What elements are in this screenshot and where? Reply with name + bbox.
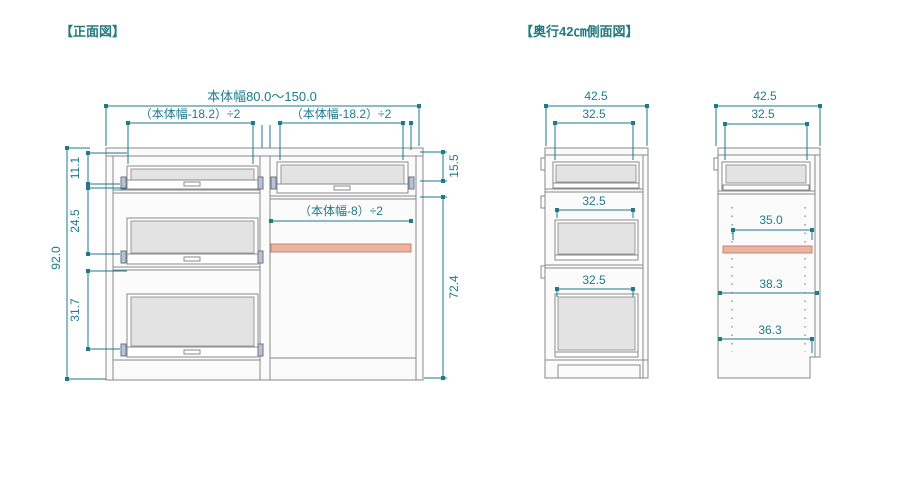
glass-panel [130, 168, 255, 181]
hinge-tab [540, 195, 546, 209]
side1-dim-inner-mid: 32.5 [555, 194, 635, 218]
hinge [257, 250, 264, 264]
door-handle [183, 181, 201, 187]
hinge [120, 176, 127, 190]
hinge-tab [540, 265, 546, 279]
side2-dim-depth: 42.5 [714, 89, 822, 146]
dim-label-left-door-width: （本体幅-18.2）÷2 [140, 106, 241, 121]
dim-height-total: 92.0 [49, 146, 106, 381]
side1-section-3 [554, 293, 639, 358]
dim-left-door-width: （本体幅-18.2）÷2 [126, 106, 271, 164]
flap-door-right [270, 161, 415, 194]
glass-panel [130, 296, 255, 347]
front-view-title: 【正面図】 [60, 24, 125, 39]
hinge [270, 176, 277, 190]
dim-right-open: 72.4 [420, 195, 461, 380]
side1-dim-depth: 42.5 [544, 89, 649, 146]
hinge-tab [540, 157, 546, 171]
side2-dim-shelf: 35.0 [731, 213, 814, 240]
door-handle [183, 256, 201, 262]
side1-section-2 [554, 219, 639, 261]
hinge-tab [713, 157, 719, 171]
front-view: 本体幅80.0～150.0 （本体幅-18.2）÷2 （本体幅-18.2）÷2 [49, 89, 461, 381]
side2-dim-inner-top: 32.5 [723, 107, 809, 160]
dim-body-width: 本体幅80.0～150.0 [104, 89, 421, 146]
dim-label-h-bottom: 31.7 [68, 298, 82, 322]
glass-panel [280, 164, 405, 185]
dim-label-right-door-width: （本体幅-18.2）÷2 [291, 106, 392, 121]
door-handle [333, 185, 351, 191]
dim-label-height-total: 92.0 [49, 246, 63, 270]
side2-cabinet-outline [713, 147, 821, 379]
dim-open-width: （本体幅-8）÷2 [269, 203, 413, 223]
side2-dim-inner-mid: 38.3 [718, 277, 819, 295]
side1-dim-label-inner-top: 32.5 [582, 107, 606, 121]
hinge [120, 343, 127, 357]
side1-dim-inner-bottom: 32.5 [555, 273, 635, 297]
dim-label-right-top: 15.5 [447, 154, 461, 178]
hinge [257, 343, 264, 357]
side2-dim-label-inner-top: 32.5 [751, 107, 775, 121]
side1-dim-label-inner-mid: 32.5 [582, 194, 606, 208]
flap-door-1 [120, 165, 264, 190]
side1-dim-label-inner-bottom: 32.5 [582, 273, 606, 287]
hinge [257, 176, 264, 190]
side1-base-inset [557, 364, 641, 378]
dim-label-h-top: 11.1 [68, 156, 82, 179]
side1-section-1 [552, 161, 640, 189]
side2-dim-label-inner-bottom: 36.3 [758, 323, 782, 337]
door-handle [183, 349, 201, 355]
side2-dim-label-shelf: 35.0 [759, 213, 783, 227]
flap-door-2 [120, 217, 264, 265]
dim-label-open-width: （本体幅-8）÷2 [299, 203, 383, 218]
dim-label-body-width: 本体幅80.0～150.0 [207, 89, 317, 104]
glass-panel [130, 220, 255, 254]
hinge [120, 250, 127, 264]
side2-dim-inner-bottom: 36.3 [718, 323, 814, 353]
dim-right-door-width: （本体幅-18.2）÷2 [278, 106, 413, 160]
side-view-1: 42.5 32.5 32.5 32.5 [540, 89, 649, 379]
side1-dim-inner-top: 32.5 [553, 107, 635, 160]
dim-height-segments: 11.1 24.5 31.7 [68, 151, 127, 351]
side2-top-section [721, 161, 811, 191]
dim-right-top: 15.5 [420, 150, 461, 183]
side-view-title: 【奥行42㎝側面図】 [520, 24, 638, 39]
dim-label-right-open: 72.4 [447, 275, 461, 299]
hinge [408, 176, 415, 190]
side2-dim-label-depth: 42.5 [753, 89, 777, 103]
dim-label-h-mid: 24.5 [68, 209, 82, 233]
side2-dim-label-inner-mid: 38.3 [759, 277, 783, 291]
shelf-highlight [270, 243, 412, 253]
shelf-highlight [722, 245, 813, 254]
side-view-2: 42.5 32.5 35.0 38.3 [713, 89, 822, 379]
flap-door-3 [120, 293, 264, 358]
side1-dim-label-depth: 42.5 [584, 89, 608, 103]
